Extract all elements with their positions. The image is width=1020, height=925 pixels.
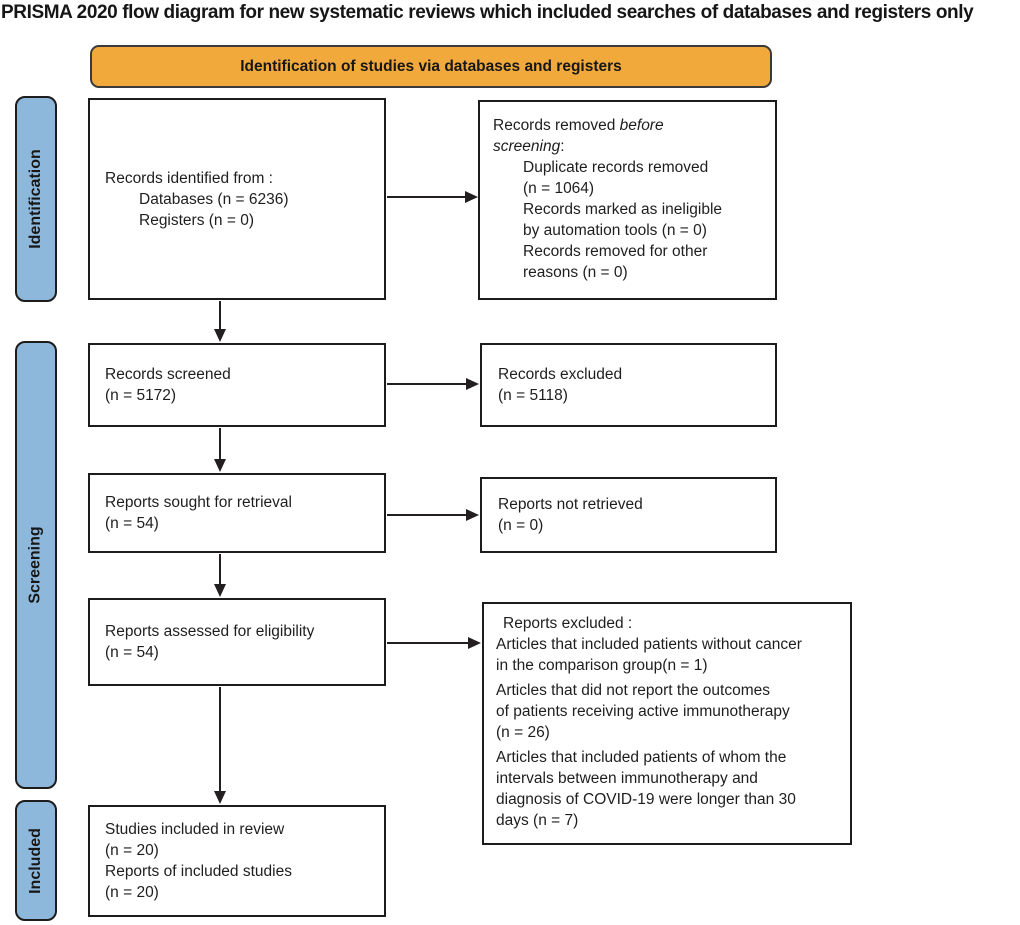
reports-excluded-para1: Articles that included patients without …	[496, 636, 802, 674]
box-reports-sought: Reports sought for retrieval (n = 54)	[88, 473, 386, 553]
records-identified-items: Databases (n = 6236) Registers (n = 0)	[139, 190, 289, 229]
box-records-removed-before-screening: Records removed before screening: Duplic…	[478, 100, 777, 300]
banner-identification-of-studies: Identification of studies via databases …	[90, 45, 772, 88]
box-records-screened: Records screened (n = 5172)	[88, 343, 386, 427]
stage-label-screening-text: Screening	[27, 526, 45, 604]
records-removed-lead-italic1: before	[619, 117, 664, 134]
reports-excluded-para2: Articles that did not report the outcome…	[496, 682, 790, 741]
records-removed-lead-line2: screening:	[493, 136, 769, 157]
records-identified-lead: Records identified from :	[105, 169, 273, 187]
reports-excluded-para3: Articles that included patients of whom …	[496, 749, 796, 829]
box-reports-excluded-reasons: Reports excluded : Articles that include…	[482, 602, 852, 845]
box-records-identified: Records identified from : Databases (n =…	[88, 98, 386, 300]
box-reports-assessed: Reports assessed for eligibility (n = 54…	[88, 598, 386, 686]
banner-label: Identification of studies via databases …	[240, 57, 622, 75]
records-removed-lead-italic2: screening	[493, 138, 561, 155]
stage-label-identification-text: Identification	[27, 149, 44, 249]
stage-label-identification: Identification	[15, 96, 57, 302]
page-title: PRISMA 2020 flow diagram for new systema…	[1, 2, 974, 23]
box-reports-not-retrieved: Reports not retrieved (n = 0)	[480, 477, 777, 553]
records-removed-lead-normal: Records removed	[493, 117, 620, 134]
records-removed-items: Duplicate records removed (n = 1064) Rec…	[523, 159, 723, 281]
records-removed-lead-colon: :	[560, 138, 565, 155]
box-records-excluded: Records excluded (n = 5118)	[480, 343, 777, 427]
stage-label-screening: Screening	[15, 341, 57, 789]
box-studies-included: Studies included in review (n = 20) Repo…	[88, 805, 386, 917]
reports-excluded-header: Reports excluded :	[503, 615, 633, 632]
stage-label-included-text: Included	[27, 827, 44, 894]
stage-label-included: Included	[15, 800, 57, 921]
records-removed-lead: Records removed before	[493, 115, 769, 136]
